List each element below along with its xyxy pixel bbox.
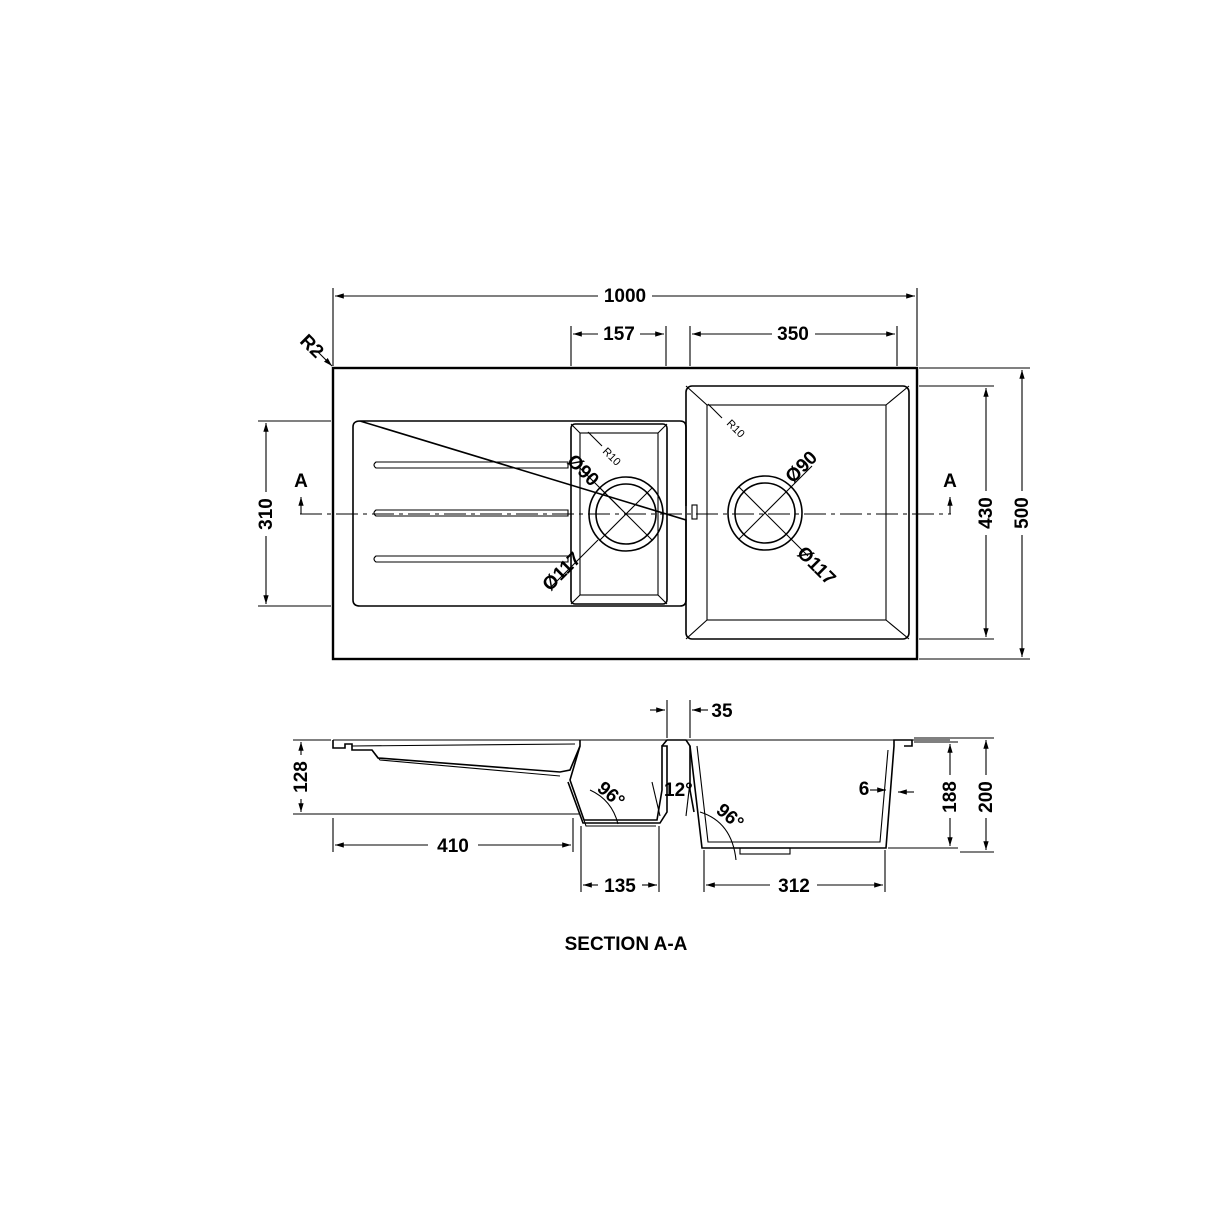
small-bowl-radius-label: R10 xyxy=(600,446,623,469)
main-waste-diameter-label: Ø90 xyxy=(782,447,822,487)
section-partition-wall xyxy=(661,739,695,813)
dimension-overall-width: 1000 xyxy=(332,286,918,366)
section-marker-right-label: A xyxy=(943,471,957,492)
corner-radius-label: R2 xyxy=(295,331,327,363)
dimension-main-bowl-depth: 430 xyxy=(919,385,997,640)
section-view: 35 128 410 135 xyxy=(291,700,997,955)
main-bowl-base-label: 312 xyxy=(778,876,810,897)
section-drainer-profile xyxy=(332,740,581,773)
wall-thickness-label: 35 xyxy=(711,701,733,722)
dimension-rim-thickness: 6 xyxy=(859,779,914,800)
dimension-drainer-depth: 310 xyxy=(256,420,331,607)
small-bowl-width-label: 157 xyxy=(603,324,635,345)
dimension-main-bowl-base: 312 xyxy=(703,850,886,897)
main-bowl-section-depth-label: 188 xyxy=(940,781,961,813)
drainer-grooves xyxy=(373,461,569,563)
drainer-length-label: 410 xyxy=(437,836,469,857)
overall-width-label: 1000 xyxy=(604,286,646,307)
main-bowl-width-label: 350 xyxy=(777,324,809,345)
main-bowl xyxy=(685,385,910,640)
plan-view: A A 1000 157 350 xyxy=(256,286,1033,661)
main-overflow-circle xyxy=(727,475,803,551)
small-bowl-angle-label: 96° xyxy=(593,778,629,813)
section-marker-right: A xyxy=(943,471,957,514)
rim-thickness-label: 6 xyxy=(859,779,870,800)
section-main-bowl xyxy=(689,739,913,849)
main-bowl-depth-label: 430 xyxy=(976,497,997,529)
dimension-main-bowl-depth-section: 188 xyxy=(888,741,961,849)
main-overflow-diameter-label: Ø117 xyxy=(792,543,839,590)
section-marker-left-label: A xyxy=(294,471,308,492)
dimension-main-bowl-width: 350 xyxy=(689,324,898,366)
main-waste-circle xyxy=(734,482,796,544)
dimension-wall-thickness: 35 xyxy=(650,700,733,738)
overall-depth-label: 500 xyxy=(1012,497,1033,529)
dimension-small-bowl-width: 157 xyxy=(570,324,667,366)
main-bowl-radius-label: R10 xyxy=(724,418,747,441)
dimension-overall-height: 200 xyxy=(914,737,997,853)
dimension-overall-depth: 500 xyxy=(919,367,1033,660)
small-bowl-depth-label: 128 xyxy=(291,761,312,793)
wall-angle-label: 12° xyxy=(664,780,693,801)
dimension-small-bowl-base: 135 xyxy=(580,826,660,897)
section-title: SECTION A-A xyxy=(565,934,688,955)
small-bowl-base-label: 135 xyxy=(604,876,636,897)
dimension-drainer-length: 410 xyxy=(332,818,574,857)
main-bowl-angle-label: 96° xyxy=(712,800,748,835)
corner-radius-callout: R2 xyxy=(295,331,333,367)
section-marker-left: A xyxy=(294,471,308,514)
angle-wall: 12° xyxy=(664,780,693,801)
angle-small-bowl: 96° xyxy=(589,778,629,825)
overall-height-label: 200 xyxy=(976,781,997,813)
dimension-small-bowl-depth: 128 xyxy=(291,739,580,815)
drainer-depth-label: 310 xyxy=(256,498,277,530)
